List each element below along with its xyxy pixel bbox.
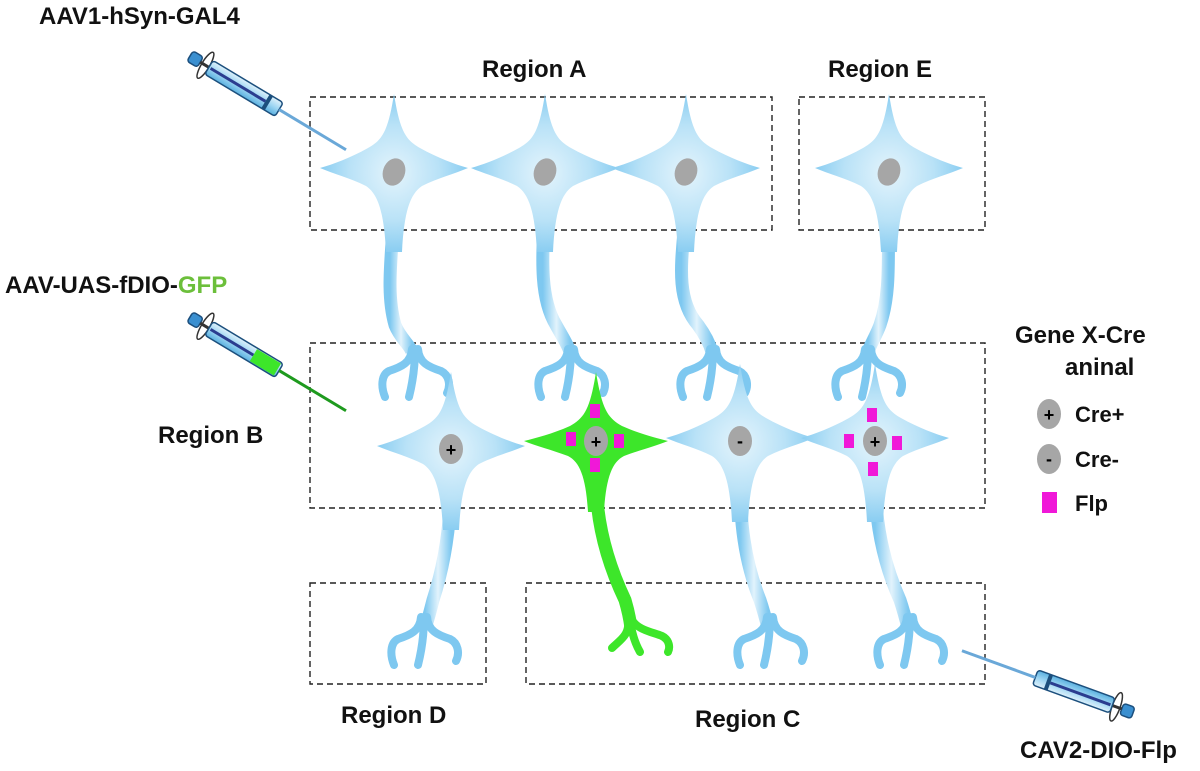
region-b-neurons (377, 364, 949, 665)
region-e-label: Region E (828, 56, 933, 83)
marker-b4: + (870, 432, 881, 452)
flp-marker (867, 408, 877, 422)
nucleus (382, 158, 406, 186)
upper-neurons (320, 94, 963, 397)
syringe-bottom (961, 649, 1135, 722)
syringe-top (187, 51, 347, 152)
nucleus (863, 426, 887, 456)
neuron-a1 (320, 94, 468, 397)
nucleus (728, 426, 752, 456)
marker-b2: + (591, 432, 602, 452)
flp-marker (566, 432, 576, 446)
region-d-label: Region D (341, 702, 447, 729)
flp-marker (844, 434, 854, 448)
legend-cre-neg-nucleus (1037, 444, 1061, 474)
neuron-a3 (612, 94, 760, 397)
flp-marker (590, 404, 600, 418)
nucleus (674, 158, 698, 186)
neuron-b2-gfp (524, 372, 674, 656)
legend-flp-swatch (1042, 492, 1057, 513)
nucleus (439, 434, 463, 464)
neuron-b1 (377, 372, 525, 665)
nucleus (533, 158, 557, 186)
marker-b1: + (446, 440, 457, 460)
region-c-label: Region C (695, 706, 801, 733)
flp-marker (590, 458, 600, 472)
legend-cre-pos-symbol: + (1044, 405, 1055, 425)
neuron-e1 (815, 94, 963, 397)
legend-symbols: + - (1037, 399, 1061, 513)
injection-label-middle-gfp: GFP (177, 272, 228, 299)
legend-cre-pos-label: Cre+ (1075, 402, 1125, 427)
region-a-label: Region A (482, 56, 587, 83)
marker-b3: - (737, 431, 743, 451)
injection-label-top: AAV1-hSyn-GAL4 (39, 3, 240, 30)
legend-title-line2: aninal (1065, 354, 1135, 381)
legend-cre-neg-symbol: - (1046, 449, 1052, 469)
injection-label-middle-prefix: AAV-UAS-fDIO- (5, 272, 178, 299)
legend-title-line1: Gene X-Cre (1015, 322, 1146, 349)
flp-marker (868, 462, 878, 476)
neuron-a2 (471, 94, 619, 397)
flp-marker (892, 436, 902, 450)
neuron-b4 (801, 364, 949, 665)
region-b-label: Region B (158, 422, 264, 449)
neuron-b3 (666, 364, 814, 665)
legend-cre-pos-nucleus (1037, 399, 1061, 429)
injection-label-bottom: CAV2-DIO-Flp (1020, 737, 1177, 764)
flp-marker (614, 434, 624, 448)
syringe-middle (187, 312, 347, 413)
region-d-box (309, 582, 487, 685)
nucleus (877, 158, 901, 186)
injection-label-middle: AAV-UAS-fDIO-GFP (5, 274, 227, 298)
legend-cre-neg-label: Cre- (1075, 447, 1120, 472)
legend-flp-label: Flp (1075, 491, 1108, 516)
nucleus (584, 426, 608, 456)
